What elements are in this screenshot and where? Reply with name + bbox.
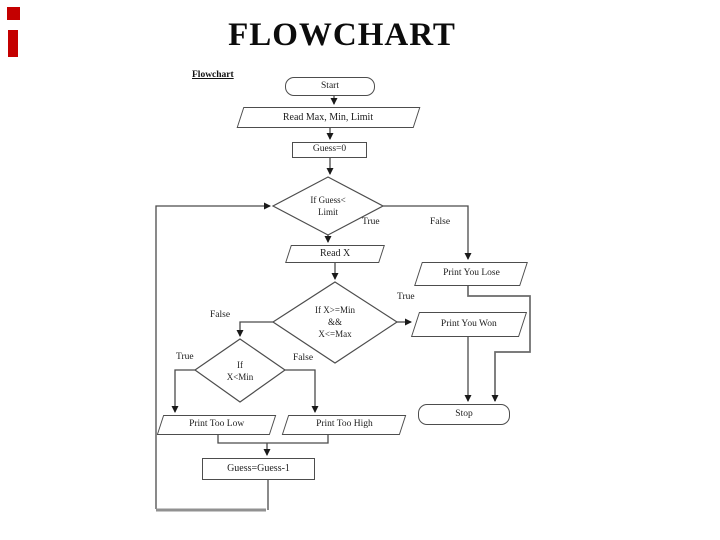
page-title: FLOWCHART <box>228 17 456 53</box>
edge-decision3-true-to-toolow <box>171 369 195 413</box>
branch-label-range-true: True <box>397 292 415 302</box>
decision-range-shape <box>271 281 399 364</box>
node-print-too-low-label: Print Too Low <box>188 419 245 430</box>
node-guess-init: Guess=0 <box>292 142 367 158</box>
branch-label-range-false: False <box>210 310 231 320</box>
node-read-x: Read X <box>285 245 385 263</box>
node-start-label: Start <box>321 80 339 91</box>
red-marker-bar <box>8 30 18 57</box>
branch-label-limit-false: False <box>430 217 451 227</box>
branch-label-limit-true: True <box>362 217 380 227</box>
decision-xmin-shape <box>193 338 287 403</box>
node-guess-decrement: Guess=Guess-1 <box>202 458 315 480</box>
decision-xmin-label: If X<Min <box>226 359 254 382</box>
node-start: Start <box>285 77 375 96</box>
node-guess-init-label: Guess=0 <box>312 144 347 155</box>
node-stop-label: Stop <box>455 408 473 419</box>
edge-decision2-false-to-decision3 <box>236 321 273 337</box>
decision-guess-limit-label: If Guess< Limit <box>310 194 346 217</box>
red-marker-square <box>7 7 20 20</box>
edge-lose-to-stop <box>467 286 531 402</box>
node-print-too-low: Print Too Low <box>156 415 277 435</box>
edge-loop-left-up <box>155 202 271 509</box>
node-print-you-lose: Print You Lose <box>414 262 528 286</box>
decision-guess-limit-shape <box>271 176 385 236</box>
node-guess-decrement-label: Guess=Guess-1 <box>227 463 290 474</box>
node-stop: Stop <box>418 404 510 425</box>
node-read-max-min-limit: Read Max, Min, Limit <box>236 107 421 128</box>
node-read-x-label: Read X <box>319 248 351 259</box>
edge-merge-bar <box>217 435 329 444</box>
node-print-you-lose-label: Print You Lose <box>442 268 500 279</box>
node-print-you-won: Print You Won <box>410 312 528 337</box>
node-read-max-min-limit-label: Read Max, Min, Limit <box>283 111 374 123</box>
section-heading: Flowchart <box>192 70 234 80</box>
branch-label-min-false: False <box>293 353 314 363</box>
decision-range-label: If X>=Min && X<=Max <box>315 304 355 340</box>
node-print-you-won-label: Print You Won <box>441 318 497 329</box>
node-print-too-high-label: Print Too High <box>315 419 373 430</box>
branch-label-min-true: True <box>176 352 194 362</box>
edge-decision1-false-to-lose <box>383 205 472 260</box>
edge-decision3-false-to-toohigh <box>285 369 319 413</box>
node-print-too-high: Print Too High <box>281 415 407 435</box>
